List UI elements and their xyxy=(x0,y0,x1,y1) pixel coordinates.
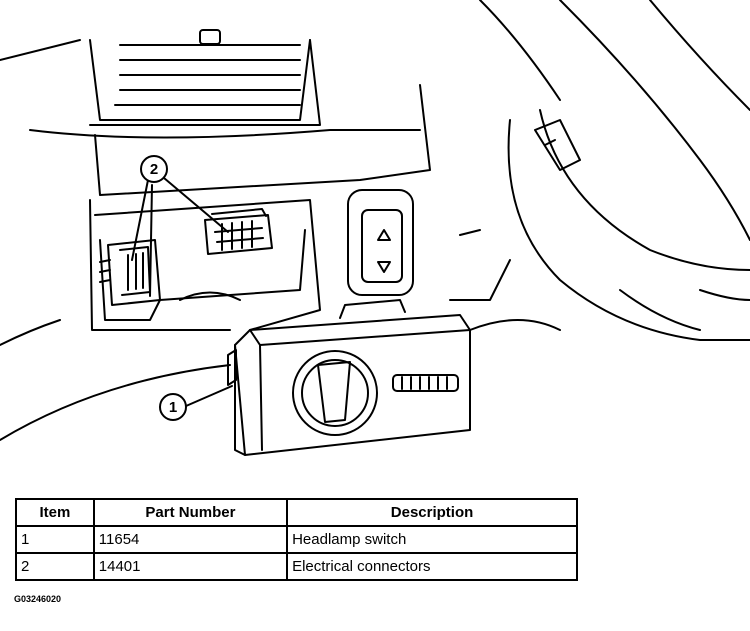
parts-table: Item Part Number Description 1 11654 Hea… xyxy=(15,498,578,581)
cell-item: 2 xyxy=(15,552,95,581)
cell-description: Headlamp switch xyxy=(286,525,578,554)
dashboard-illustration: 1 2 xyxy=(0,0,750,456)
electrical-connector-right-illustration xyxy=(204,208,273,255)
rocker-switch-illustration xyxy=(347,189,414,296)
callout-2-leader-a xyxy=(131,179,149,261)
callout-1: 1 xyxy=(159,393,187,421)
column-header-description: Description xyxy=(286,498,578,527)
callout-1-leader xyxy=(185,385,233,407)
dash-panel xyxy=(0,39,561,441)
steering-wheel-illustration xyxy=(459,0,750,341)
table-row: 1 11654 Headlamp switch xyxy=(15,525,578,554)
table-header-row: Item Part Number Description xyxy=(15,498,578,527)
figure-code: G03246020 xyxy=(14,594,62,604)
cell-part-number: 14401 xyxy=(92,552,289,581)
callout-2-leader-c xyxy=(149,184,153,297)
headlamp-switch-illustration xyxy=(227,299,471,456)
callout-2: 2 xyxy=(140,155,168,183)
column-header-part-number: Part Number xyxy=(92,498,289,527)
cell-description: Electrical connectors xyxy=(286,552,578,581)
cell-item: 1 xyxy=(15,525,95,554)
callout-1-number: 1 xyxy=(169,399,177,416)
column-header-item: Item xyxy=(15,498,95,527)
callout-2-leader-b xyxy=(163,177,229,233)
air-vent xyxy=(89,29,321,126)
cell-part-number: 11654 xyxy=(92,525,289,554)
table-row: 2 14401 Electrical connectors xyxy=(15,552,578,581)
callout-2-number: 2 xyxy=(150,161,158,178)
